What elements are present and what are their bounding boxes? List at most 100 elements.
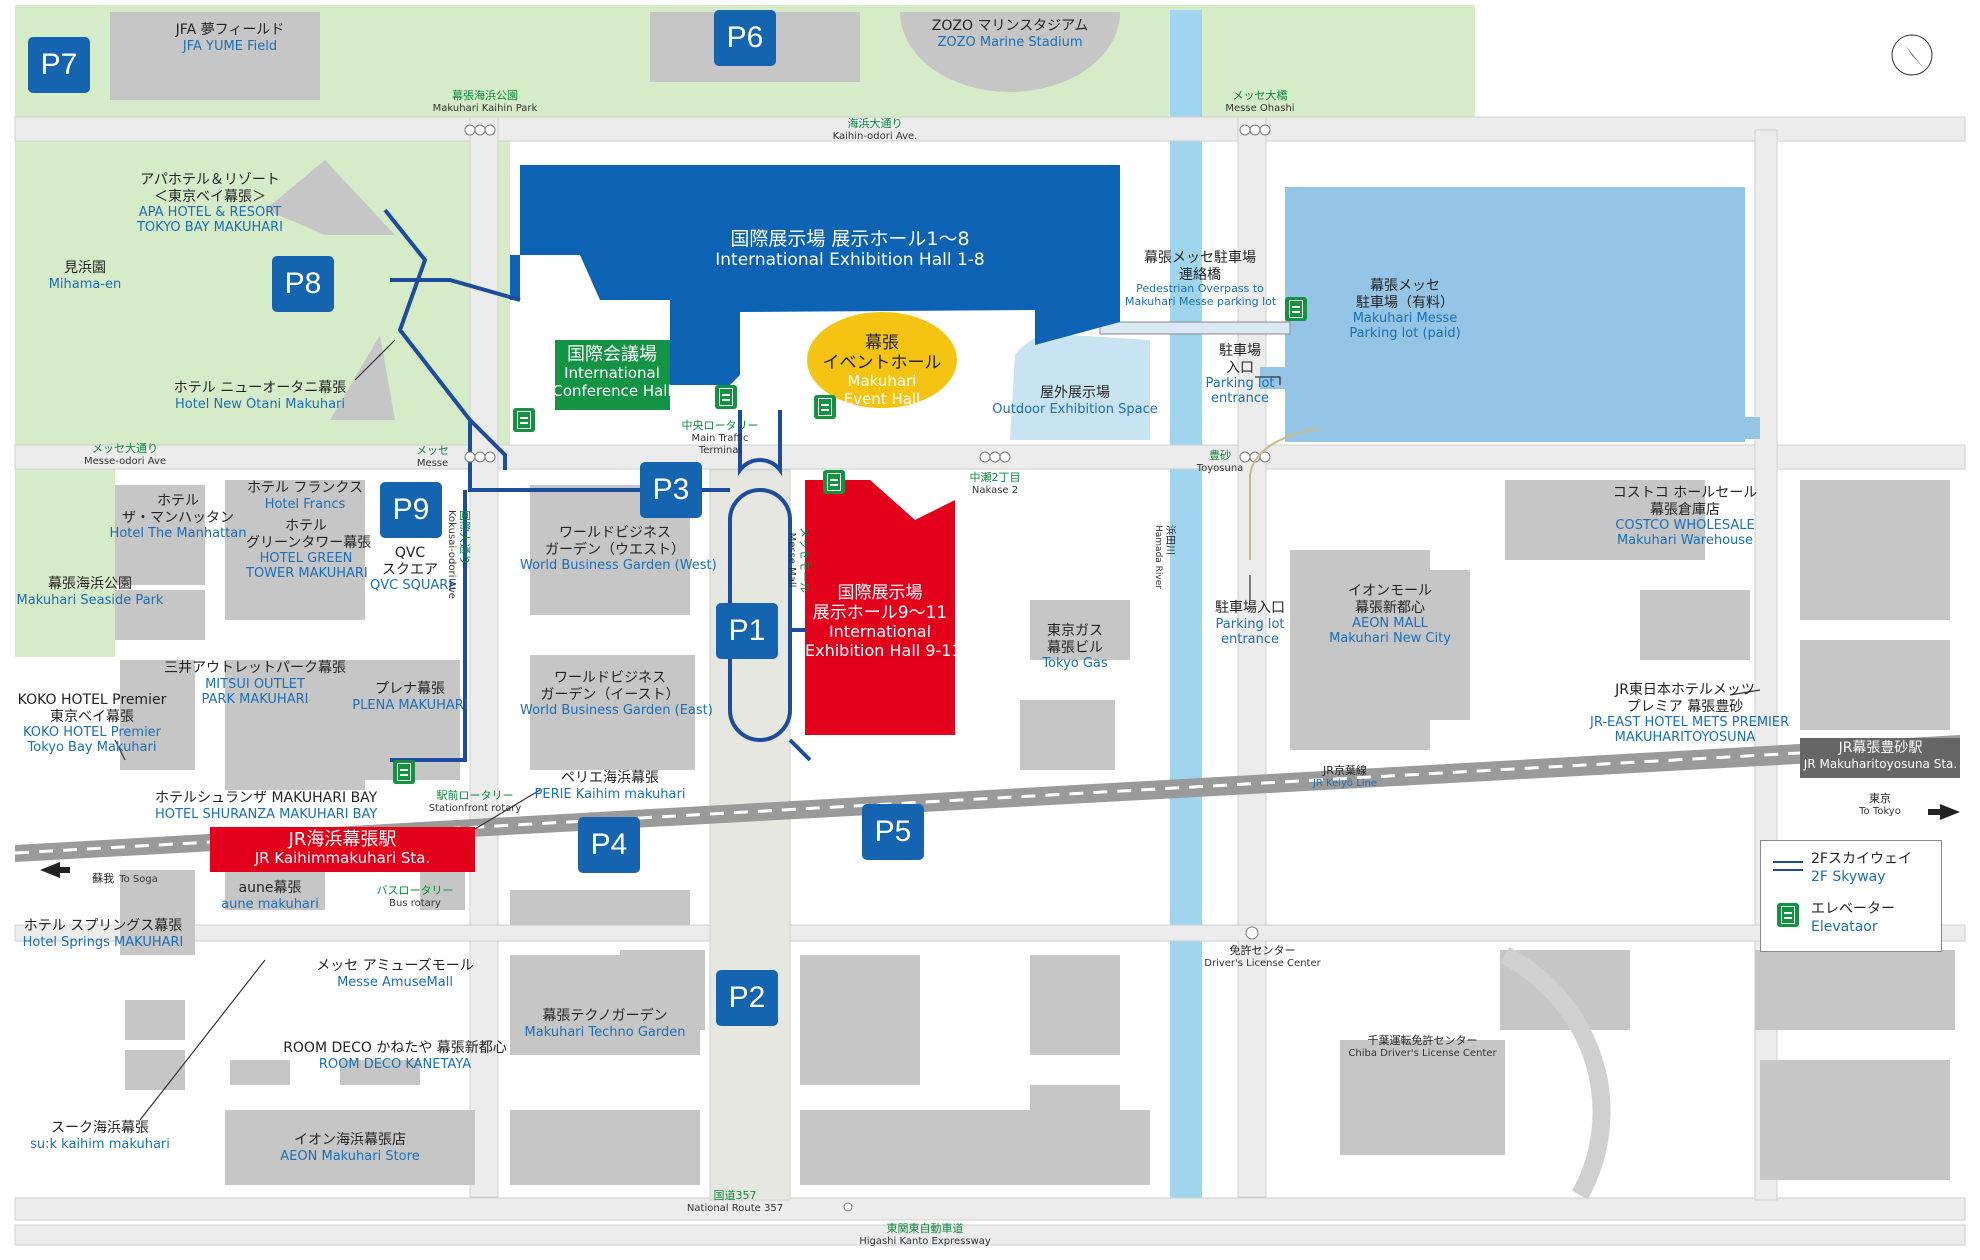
event-hall-label: 幕張 イベントホール Makuhari Event Hall [822, 333, 942, 408]
parking-p5[interactable]: P5 [862, 804, 924, 860]
elevator-icon [393, 760, 415, 784]
hall-1-8-label: 国際展示場 展示ホール1〜8 International Exhibition … [715, 228, 985, 271]
hall-9-11[interactable] [805, 480, 955, 735]
toyosuna-station-box[interactable] [1800, 738, 1960, 778]
kaihin-station-box[interactable] [210, 827, 475, 872]
junctions [464, 124, 1271, 1212]
hall-9-11-label: 国際展示場 展示ホール9〜11 International Exhibition… [805, 583, 962, 660]
wbg-west-label: ワールドビジネスガーデン（ウエスト）World Business Garden … [520, 525, 717, 574]
parking-p6[interactable]: P6 [714, 10, 776, 66]
messe-parking-lot [1285, 187, 1745, 442]
buildings [110, 12, 1955, 1185]
map-legend: 2Fスカイウェイ 2F Skyway エレベーター Elevataor [1760, 840, 1942, 952]
overpass [1099, 321, 1291, 335]
jr-keiyo-line [15, 735, 1960, 862]
conference-hall[interactable] [555, 340, 670, 410]
park-seaside [15, 457, 115, 657]
hall-1-8[interactable] [510, 165, 1120, 385]
parking-p4[interactable]: P4 [578, 817, 640, 873]
skyway-legend-label: 2Fスカイウェイ 2F Skyway [1811, 851, 1912, 885]
parking-p2[interactable]: P2 [716, 970, 778, 1026]
parking-p7[interactable]: P7 [28, 37, 90, 93]
hamada-river [1170, 10, 1202, 1200]
parking-p8[interactable]: P8 [272, 256, 334, 312]
entrance-route [1249, 427, 1321, 560]
parking-p1[interactable]: P1 [716, 603, 778, 659]
park-mihama [15, 117, 510, 457]
parking-p9[interactable]: P9 [380, 482, 442, 538]
conference-label: 国際会議場 International Conference Hall [552, 344, 672, 400]
elevator-icon [513, 408, 535, 432]
roads [14, 116, 1966, 1246]
skyway-legend-icon [1773, 861, 1803, 871]
elevator-legend-icon [1777, 903, 1799, 927]
parking-p3[interactable]: P3 [640, 462, 702, 518]
elevator-icon [715, 385, 737, 409]
wbg-east-label: ワールドビジネスガーデン（イースト）World Business Garden … [520, 670, 713, 719]
elevator-icon [823, 470, 845, 494]
elevator-icon [814, 395, 836, 419]
elevator-legend-label: エレベーター Elevataor [1811, 901, 1895, 935]
leader-lines [114, 339, 1761, 1121]
outdoor-space [1010, 332, 1150, 440]
compass-icon [1891, 34, 1933, 76]
to-tokyo-arrow-icon [1940, 804, 1960, 820]
elevator-icon [1285, 297, 1307, 321]
to-soga-arrow-icon [40, 862, 60, 878]
event-hall[interactable] [807, 312, 957, 408]
to-soga-label: 蘇我 To Soga [92, 872, 158, 885]
